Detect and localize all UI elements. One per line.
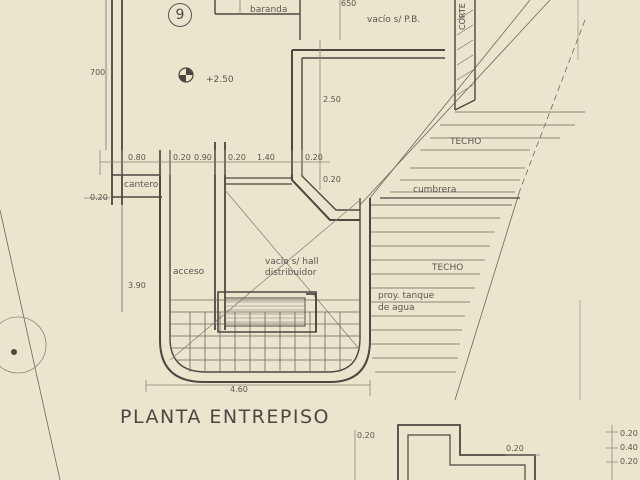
roof-lines — [359, 0, 586, 401]
dim-020-bottom: 0.20 — [357, 431, 375, 440]
dim-700: 700 — [90, 68, 106, 77]
dim-390: 3.90 — [128, 281, 146, 290]
hall-inner-wall — [169, 150, 361, 373]
cantero-outline — [112, 174, 162, 198]
core-wall-outer — [291, 49, 445, 221]
note-tanque-line1: proy. tanque — [378, 291, 435, 301]
right-dim-ticks — [606, 425, 618, 480]
dim-020-b: 0.20 — [228, 153, 246, 162]
hall-outer-wall — [159, 150, 371, 383]
dim-020-c: 0.20 — [305, 153, 323, 162]
lower-detail-inner — [407, 434, 526, 480]
dim-020-r2: 0.20 — [620, 457, 638, 466]
section-line-left — [0, 209, 61, 480]
section-hatch — [456, 9, 474, 96]
level-mark-label: +2.50 — [206, 75, 234, 85]
middle-wall — [214, 142, 226, 330]
dim-020-left: 0.20 — [90, 193, 108, 202]
note-cumbrera: cumbrera — [413, 185, 457, 195]
lower-detail-dim — [354, 430, 540, 480]
dim-040-r: 0.40 — [620, 443, 638, 452]
dim-020-d: 0.20 — [323, 175, 341, 184]
dim-250: 2.50 — [323, 95, 341, 104]
lower-detail-wall — [397, 424, 536, 480]
note-techo-1: TECHO — [450, 137, 482, 147]
dim-080: 0.80 — [128, 153, 146, 162]
note-tanque-line2: de agua — [378, 303, 415, 313]
baranda-wall — [214, 0, 300, 15]
tank-post — [306, 293, 317, 332]
note-cantero: cantero — [124, 180, 159, 190]
dim-020-br: 0.20 — [506, 444, 524, 453]
right-edge-line — [577, 0, 581, 400]
dim-020-r1: 0.20 — [620, 429, 638, 438]
stair-rail — [225, 177, 292, 185]
dim-650: 650 — [341, 0, 357, 8]
left-wall — [111, 0, 123, 205]
note-corte: CORTE — [458, 3, 467, 30]
tank-inner — [224, 297, 306, 327]
dim-140: 1.40 — [257, 153, 275, 162]
dimension-lines — [84, 0, 371, 396]
note-vacio-pb: vacío s/ P.B. — [367, 15, 421, 25]
left-circle-dot — [11, 349, 17, 355]
tank-hatch — [225, 301, 305, 323]
drawing-title: PLANTA ENTREPISO — [120, 406, 330, 428]
void-cross — [169, 189, 361, 361]
dim-460: 4.60 — [230, 385, 248, 394]
dim-090: 0.90 — [194, 153, 212, 162]
left-circle-detail — [0, 316, 47, 374]
note-hall-line1: vacío s/ hall — [265, 257, 319, 267]
note-hall-line2: distribuidor — [265, 268, 317, 278]
dim-020-a: 0.20 — [173, 153, 191, 162]
note-acceso: acceso — [173, 267, 205, 277]
room-number-badge: 9 — [168, 3, 192, 27]
stair-treads — [170, 299, 360, 372]
section-mark — [454, 0, 476, 111]
note-techo-2: TECHO — [432, 263, 464, 273]
note-baranda: baranda — [250, 5, 288, 15]
